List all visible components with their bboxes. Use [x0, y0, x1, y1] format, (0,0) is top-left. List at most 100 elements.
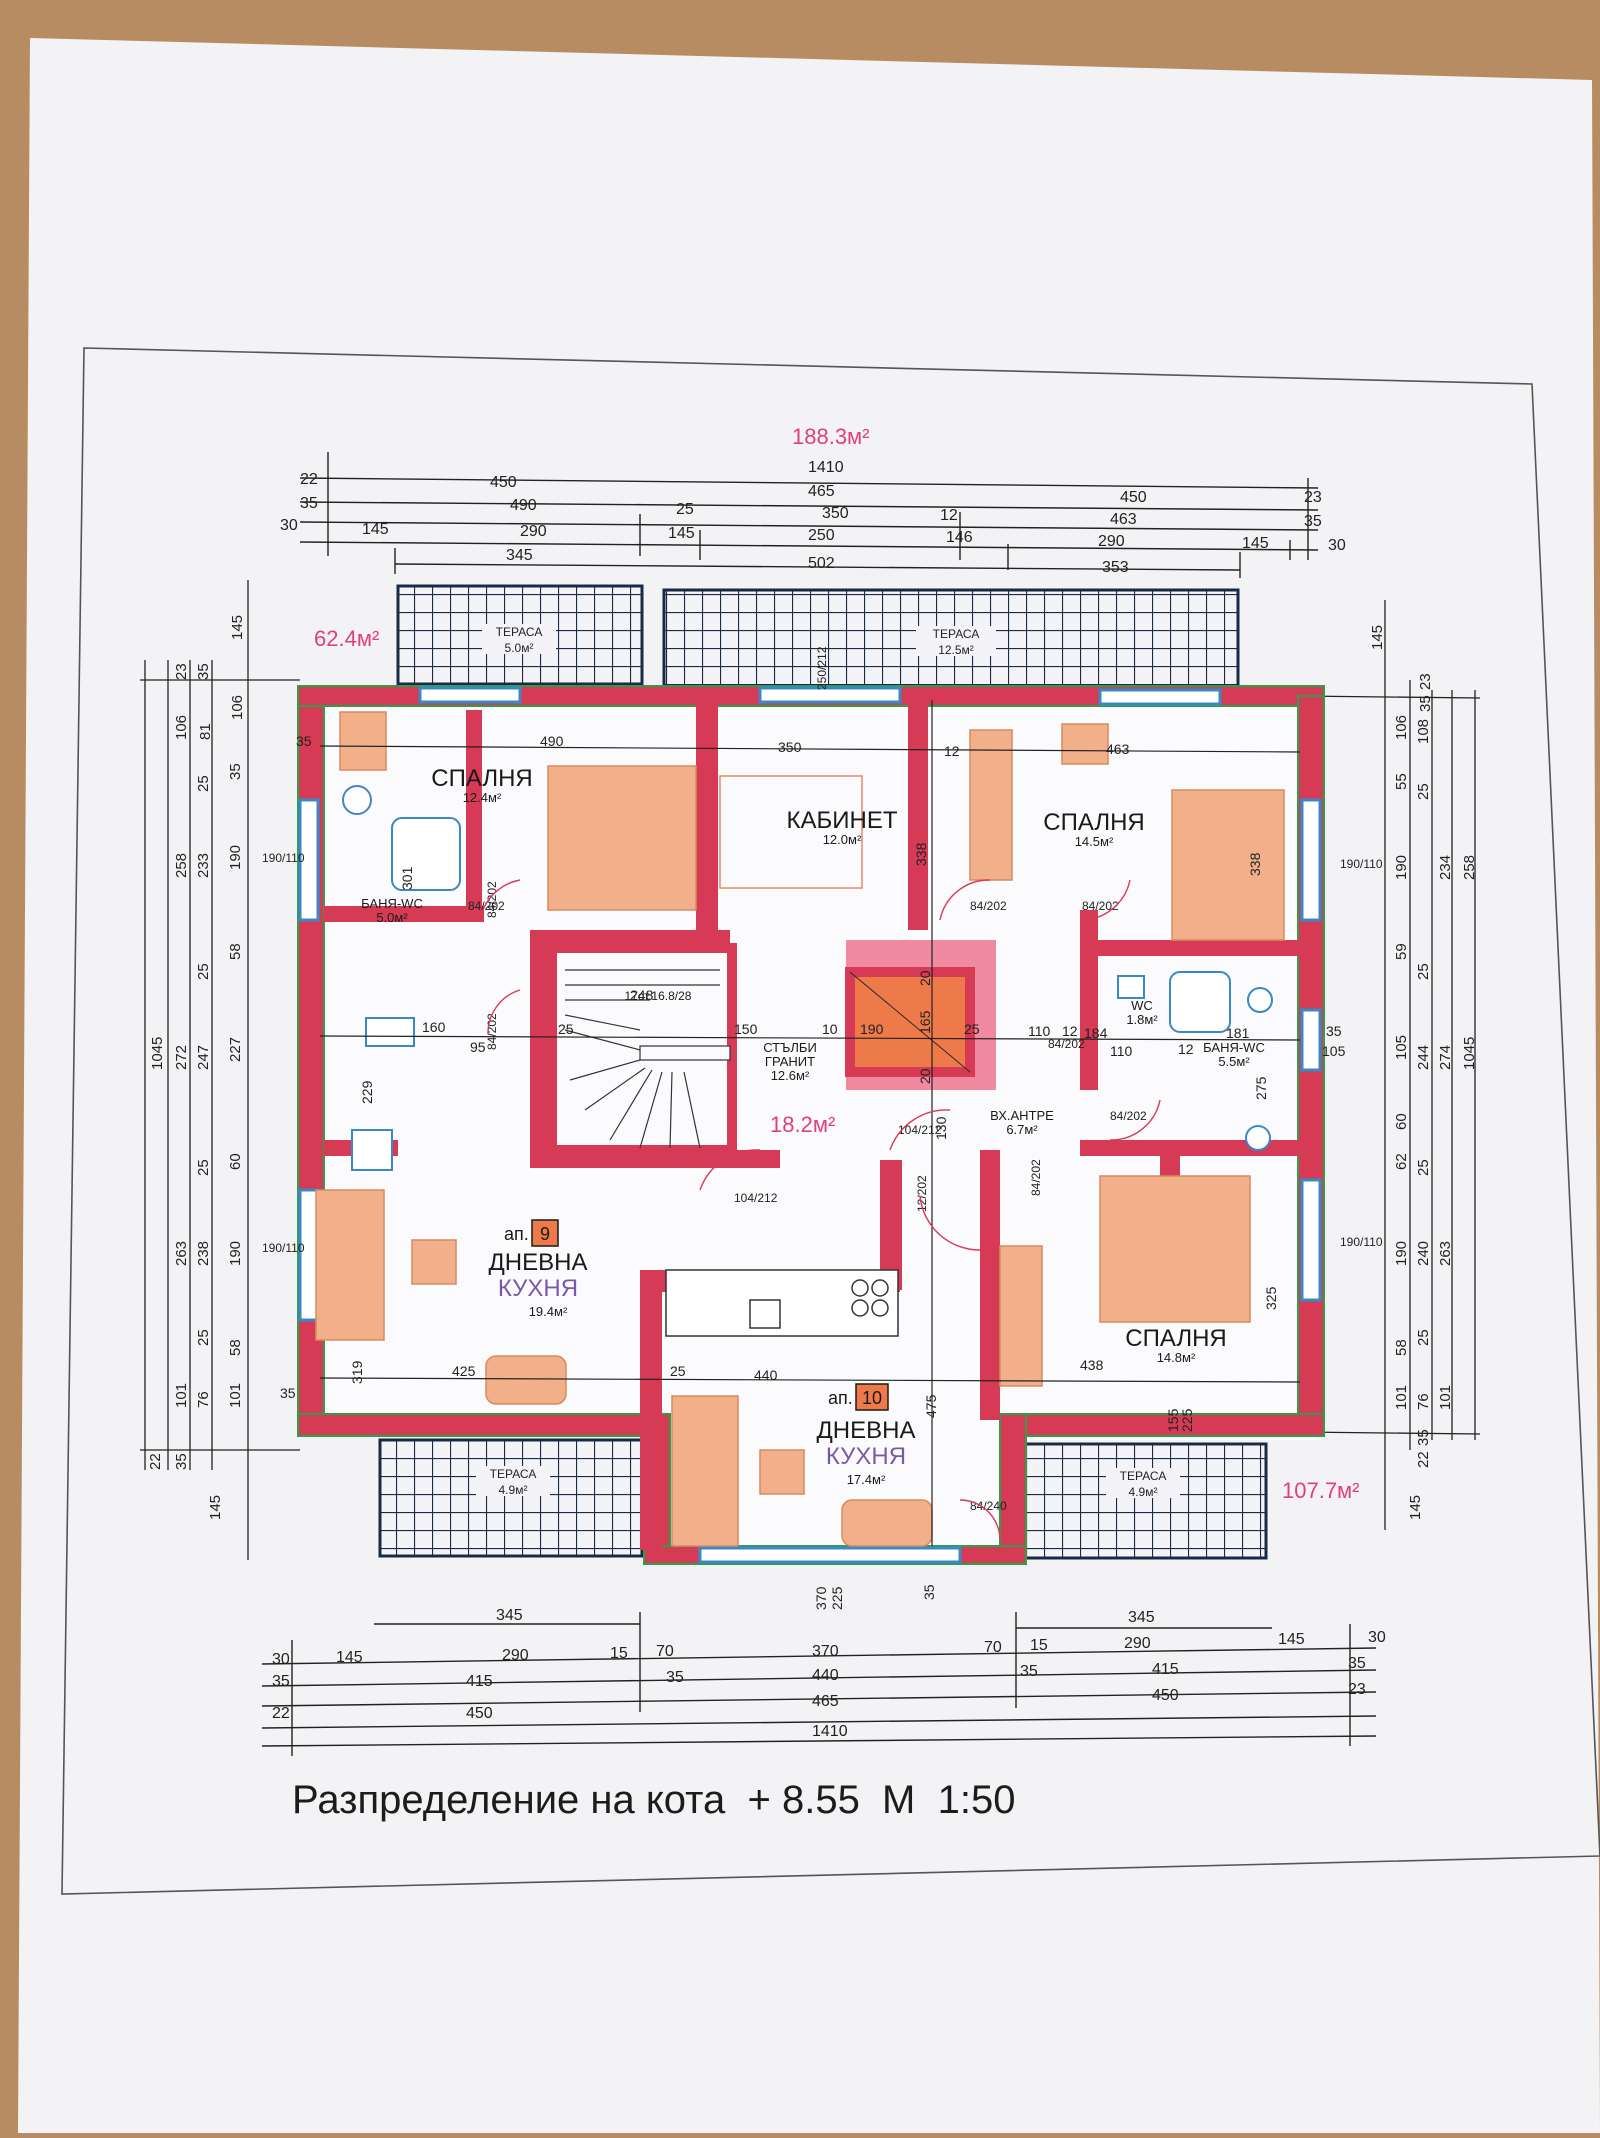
dim-bottom-145a: 145: [336, 1649, 363, 1666]
inner-dim-440: 440: [754, 1367, 778, 1383]
left-dimension-labels: 145 23 35 106 81 106 25 35 258 233 190 5…: [147, 615, 246, 1520]
dim-top-23: 23: [1304, 489, 1322, 506]
dim-top-502: 502: [808, 555, 835, 572]
inner-dim-319: 319: [349, 1360, 365, 1384]
terrace-se-name: ТЕРАСА: [1120, 1469, 1167, 1483]
dim-bottom-145b: 145: [1278, 1631, 1305, 1648]
dim-left-58b: 58: [227, 1339, 244, 1356]
window-190-110-d: 190/110: [1340, 1235, 1383, 1249]
dim-right-25b: 25: [1415, 963, 1432, 980]
inner-dim-165: 165: [917, 1010, 933, 1034]
room-bath-e-area: 5.5м²: [1218, 1054, 1250, 1069]
bed-se: [1099, 1175, 1251, 1323]
room-study-name: КАБИНЕТ: [787, 807, 898, 834]
dim-left-190b: 190: [227, 1241, 244, 1266]
door-84-202-f: 84/202: [1110, 1109, 1147, 1123]
dim-right-62: 62: [1393, 1153, 1410, 1170]
dim-bottom-70a: 70: [656, 1643, 674, 1660]
inner-dim-248: 248: [630, 987, 654, 1003]
dim-left-58: 58: [227, 943, 244, 960]
dim-right-240: 240: [1415, 1241, 1432, 1266]
top-dimension-labels: 22 1410 23 450 465 450 35 490 25 350 12 …: [280, 459, 1346, 576]
dim-right-60: 60: [1393, 1113, 1410, 1130]
inner-dim-155: 155: [1165, 1408, 1181, 1432]
dim-top-12: 12: [940, 507, 958, 524]
dim-left-35: 35: [195, 663, 212, 680]
apt10-prefix: ап.: [828, 1388, 853, 1408]
dim-bottom-415b: 415: [1152, 1661, 1179, 1678]
dim-bottom-35c: 35: [1020, 1663, 1038, 1680]
inner-dim-301: 301: [399, 866, 415, 890]
dim-bottom-450b: 450: [1152, 1687, 1179, 1704]
dim-bottom-35d: 35: [1348, 1655, 1366, 1672]
inner-dim-150: 150: [734, 1021, 758, 1037]
dim-left-1045: 1045: [149, 1037, 166, 1070]
dim-bottom-30a: 30: [272, 1651, 290, 1668]
sofa-apt10: [671, 1395, 739, 1547]
dim-left-101b: 101: [227, 1383, 244, 1408]
dim-bottom-22: 22: [272, 1705, 290, 1722]
dim-left-35c: 35: [173, 1453, 190, 1470]
dim-top-30a: 30: [280, 517, 298, 534]
dim-top-345: 345: [506, 547, 533, 564]
room-bath-w-name: БАНЯ-WC: [361, 896, 423, 911]
dim-bottom-1410: 1410: [812, 1723, 848, 1740]
inner-dim-225: 225: [829, 1586, 845, 1610]
room-bedroom-ne-name: СПАЛНЯ: [1043, 809, 1145, 836]
window-190-110-c: 190/110: [1340, 857, 1383, 871]
dim-bottom-345b: 345: [1128, 1609, 1155, 1626]
terrace-sw-name: ТЕРАСА: [490, 1467, 537, 1481]
inner-dim-35c: 35: [921, 1584, 937, 1600]
room-hall-area: 6.7м²: [1006, 1122, 1038, 1137]
inner-dim-35: 35: [296, 733, 312, 749]
internal-dimension-lines: [319, 700, 1301, 1546]
inner-dim-10: 10: [822, 1021, 838, 1037]
door-84-202-e: 84/202: [1082, 899, 1119, 913]
dim-bottom-15a: 15: [610, 1645, 628, 1662]
door-250-212: 250/212: [815, 646, 829, 690]
door-84-202-a: 84/202: [468, 899, 505, 913]
terrace-south-east: [1014, 1442, 1268, 1560]
dim-right-263: 263: [1437, 1241, 1454, 1266]
dim-right-25c: 25: [1415, 1159, 1432, 1176]
dim-right-190: 190: [1393, 855, 1410, 880]
dim-right-105: 105: [1393, 1035, 1410, 1060]
room-bedroom-nw-area: 12.4м²: [463, 790, 502, 805]
room-bedroom-nw-name: СПАЛНЯ: [431, 765, 533, 792]
inner-dim-325: 325: [1263, 1286, 1279, 1310]
door-84-202-b: 84/202: [485, 881, 499, 918]
dim-bottom-450a: 450: [466, 1705, 493, 1722]
shaft-diagonal: [849, 971, 971, 1073]
inner-dim-35d: 35: [1326, 1023, 1342, 1039]
windows: [298, 686, 1322, 1564]
door-84-240: 84/240: [970, 1499, 1007, 1513]
dim-left-23: 23: [173, 663, 190, 680]
dim-top-290b: 290: [1098, 533, 1125, 550]
apt10-total-area: 107.7м²: [1282, 1478, 1360, 1503]
room-living10-sub: КУХНЯ: [826, 1443, 906, 1470]
inner-dim-35b: 35: [280, 1385, 296, 1401]
terrace-sw-area: 4.9м²: [499, 1483, 528, 1497]
dim-right-234: 234: [1437, 855, 1454, 880]
inner-dim-229: 229: [359, 1080, 375, 1104]
inner-dim-350: 350: [778, 739, 802, 755]
apt9-total-area: 62.4м²: [314, 626, 379, 651]
dim-top-350: 350: [822, 505, 849, 522]
furniture: [315, 711, 1285, 1547]
dim-right-258: 258: [1461, 855, 1478, 880]
dim-top-25: 25: [676, 501, 694, 518]
dim-left-25c: 25: [195, 1159, 212, 1176]
dim-right-108: 108: [1415, 719, 1432, 744]
apt10-number: 10: [862, 1388, 882, 1408]
inner-dim-25a: 25: [558, 1021, 574, 1037]
dim-bottom-465: 465: [812, 1693, 839, 1710]
inner-dim-438: 438: [1080, 1357, 1104, 1373]
inner-dim-130: 130: [933, 1116, 949, 1140]
dim-bottom-15b: 15: [1030, 1637, 1048, 1654]
room-stairs-area: 12.6м²: [771, 1068, 810, 1083]
door-104-212-a: 104/212: [898, 1123, 942, 1137]
inner-dim-475: 475: [923, 1394, 939, 1418]
inner-dim-425: 425: [452, 1363, 476, 1379]
dim-top-450b: 450: [1120, 489, 1147, 506]
